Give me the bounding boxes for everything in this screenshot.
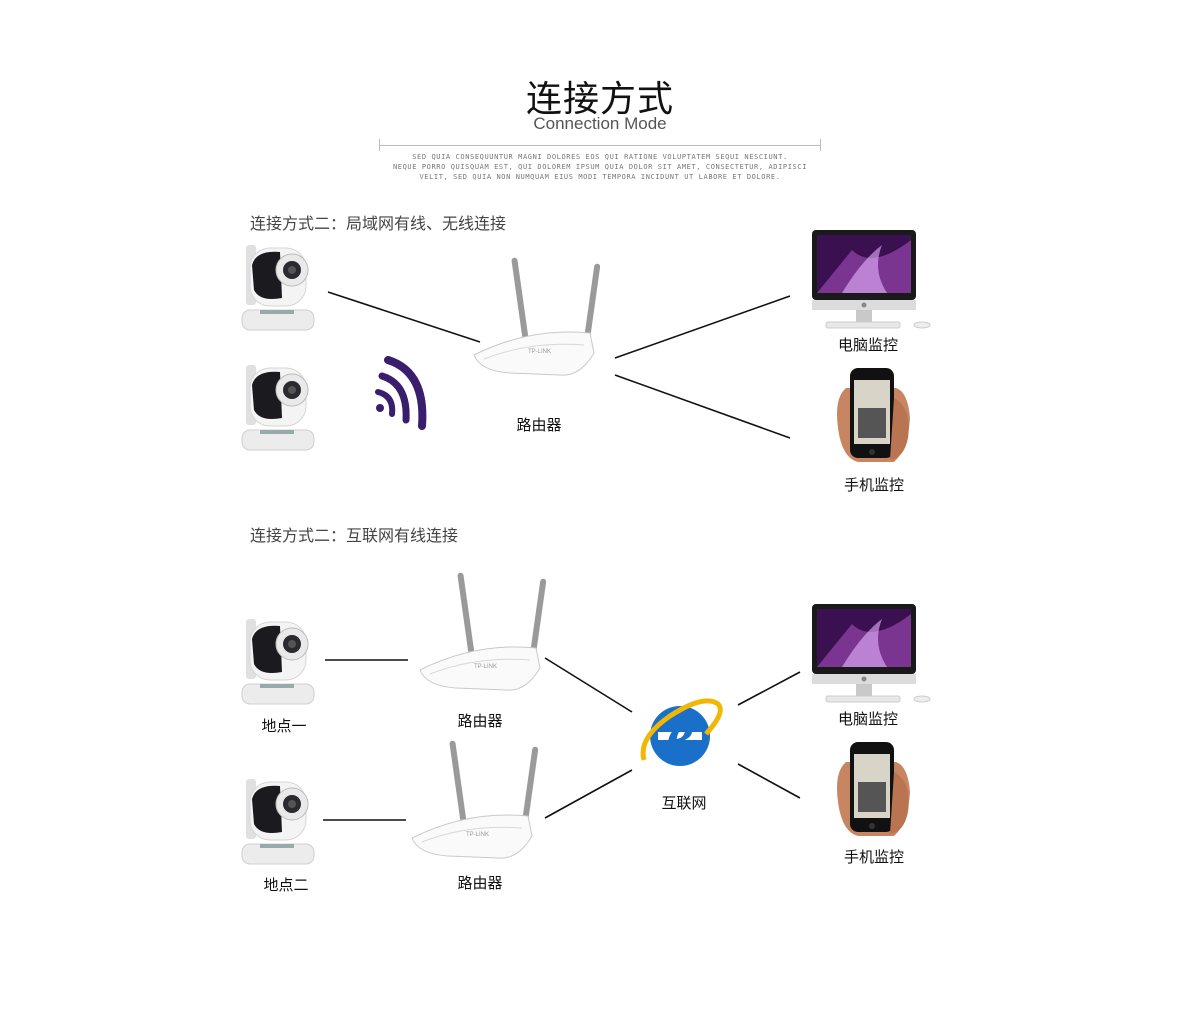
lorem-line: NEQUE PORRO QUISQUAM EST, QUI DOLOREM IP… [392, 163, 808, 171]
site1-label: 地点一 [261, 717, 307, 735]
internet-label: 互联网 [661, 794, 707, 812]
router-label: 路由器 [516, 416, 562, 434]
wifi-signal-icon [375, 356, 427, 430]
page-subtitle: Connection Mode [533, 114, 667, 133]
desktop-computer-icon [812, 604, 931, 703]
router-icon [419, 571, 546, 691]
line-router-pc [614, 295, 791, 359]
pc-monitor-label: 电脑监控 [837, 336, 898, 354]
router-icon [411, 739, 538, 859]
title-divider [380, 145, 820, 146]
camera-icon [241, 244, 315, 331]
router-icon [473, 256, 600, 376]
phone-monitor-label: 手机监控 [843, 848, 904, 866]
lorem-line: SED QUIA CONSEQUUNTUR MAGNI DOLORES EOS … [412, 153, 788, 161]
lorem-text: SED QUIA CONSEQUUNTUR MAGNI DOLORES EOS … [390, 152, 810, 182]
camera-icon [241, 364, 315, 451]
section2-title: 连接方式二：互联网有线连接 [250, 526, 459, 545]
phone-monitor-label: 手机监控 [843, 476, 904, 494]
pc-monitor-label: 电脑监控 [837, 710, 898, 728]
lorem-line: VELIT, SED QUIA NON NUMQUAM EIUS MODI TE… [419, 173, 781, 181]
router1-label: 路由器 [457, 712, 503, 730]
divider-tick-left [379, 139, 380, 151]
line-router1-internet [544, 657, 633, 713]
smartphone-icon [837, 742, 910, 836]
internet-explorer-icon [640, 698, 726, 784]
router2-label: 路由器 [457, 874, 503, 892]
site2-label: 地点二 [263, 876, 309, 894]
section1-title: 连接方式二：局域网有线、无线连接 [250, 214, 507, 233]
camera-icon [241, 618, 315, 705]
camera-icon [241, 778, 315, 865]
line-camera1-router [327, 291, 481, 343]
line-internet-phone [737, 763, 801, 799]
page-title: 连接方式 [525, 79, 674, 120]
line-router-phone [614, 374, 791, 439]
line-router2-internet [544, 769, 633, 819]
desktop-computer-icon [812, 230, 931, 329]
smartphone-icon [837, 368, 910, 462]
divider-tick-right [820, 139, 821, 151]
line-internet-pc [737, 671, 801, 706]
